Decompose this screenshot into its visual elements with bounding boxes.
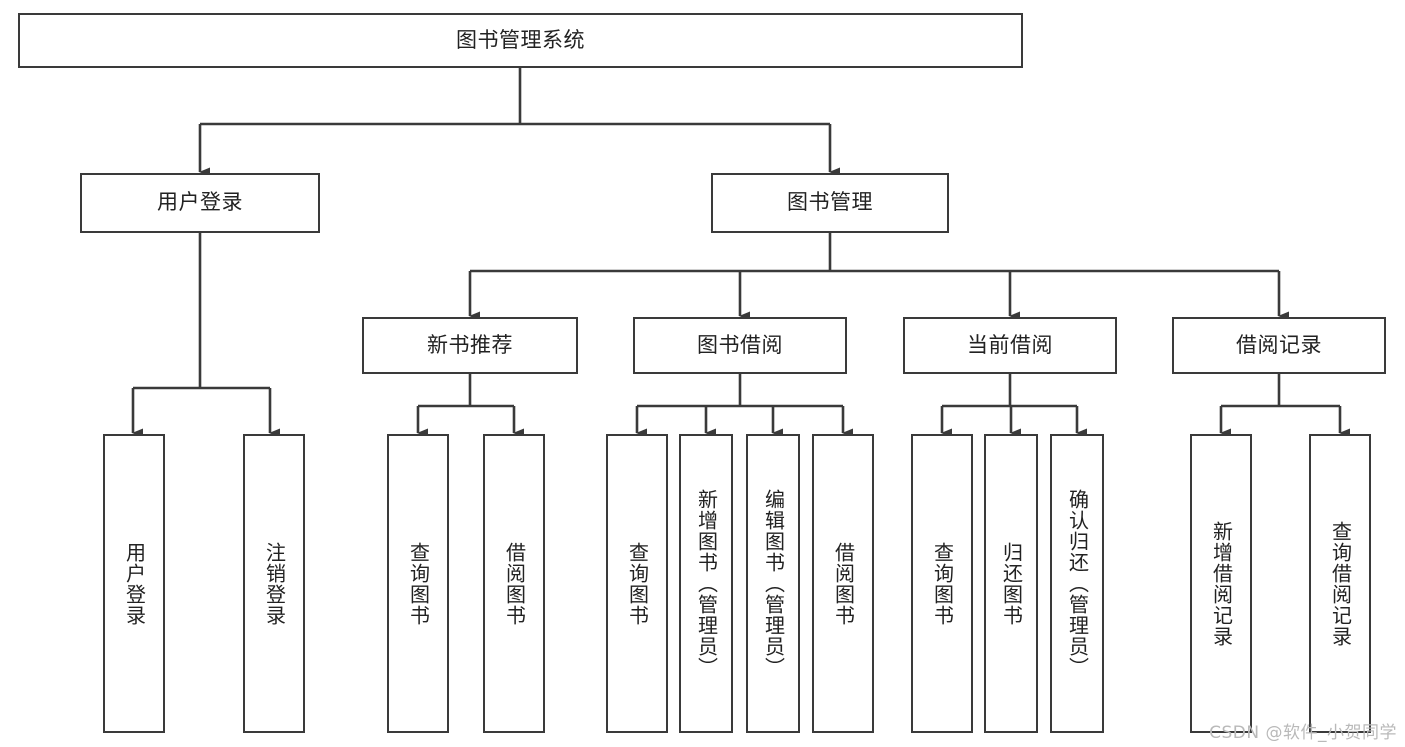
watermark: CSDN @软件_小贺同学: [1209, 723, 1397, 743]
leaf-user-login[interactable]: 用户登录: [103, 434, 165, 733]
node-current-borrow[interactable]: 当前借阅: [903, 317, 1117, 374]
node-label: 查询图书: [406, 541, 431, 626]
node-new-book-recommend[interactable]: 新书推荐: [362, 317, 578, 374]
leaf-borrow-book[interactable]: 借阅图书: [812, 434, 874, 733]
node-label: 注销登录: [262, 541, 287, 626]
leaf-add-borrow-record[interactable]: 新增借阅记录: [1190, 434, 1252, 733]
leaf-query-book-current[interactable]: 查询图书: [911, 434, 973, 733]
node-label: 图书借阅: [697, 332, 783, 357]
leaf-query-book-recommend[interactable]: 查询图书: [387, 434, 449, 733]
leaf-query-book-borrow[interactable]: 查询图书: [606, 434, 668, 733]
node-label: 借阅记录: [1236, 332, 1322, 357]
node-label: 确认归还（管理员）: [1065, 489, 1090, 678]
node-borrow-record[interactable]: 借阅记录: [1172, 317, 1386, 374]
node-label: 借阅图书: [502, 541, 527, 626]
node-label: 新增图书（管理员）: [694, 489, 719, 678]
node-label: 查询图书: [930, 541, 955, 626]
node-label: 编辑图书（管理员）: [761, 489, 786, 678]
node-label: 用户登录: [157, 190, 243, 215]
leaf-query-borrow-record[interactable]: 查询借阅记录: [1309, 434, 1371, 733]
node-book-borrow[interactable]: 图书借阅: [633, 317, 847, 374]
node-label: 归还图书: [999, 541, 1024, 626]
leaf-borrow-book-recommend[interactable]: 借阅图书: [483, 434, 545, 733]
leaf-return-book[interactable]: 归还图书: [984, 434, 1038, 733]
leaf-add-book-admin[interactable]: 新增图书（管理员）: [679, 434, 733, 733]
node-label: 用户登录: [122, 541, 147, 626]
node-user-login[interactable]: 用户登录: [80, 173, 320, 233]
node-label: 新书推荐: [427, 332, 513, 357]
node-label: 查询图书: [625, 541, 650, 626]
leaf-logout[interactable]: 注销登录: [243, 434, 305, 733]
leaf-confirm-return-admin[interactable]: 确认归还（管理员）: [1050, 434, 1104, 733]
node-label: 图书管理: [787, 190, 873, 215]
leaf-edit-book-admin[interactable]: 编辑图书（管理员）: [746, 434, 800, 733]
node-label: 图书管理系统: [456, 27, 585, 52]
node-root[interactable]: 图书管理系统: [18, 13, 1023, 68]
node-label: 查询借阅记录: [1328, 520, 1353, 647]
node-label: 借阅图书: [831, 541, 856, 626]
node-label: 当前借阅: [967, 332, 1053, 357]
node-label: 新增借阅记录: [1209, 520, 1234, 647]
node-book-management[interactable]: 图书管理: [711, 173, 949, 233]
